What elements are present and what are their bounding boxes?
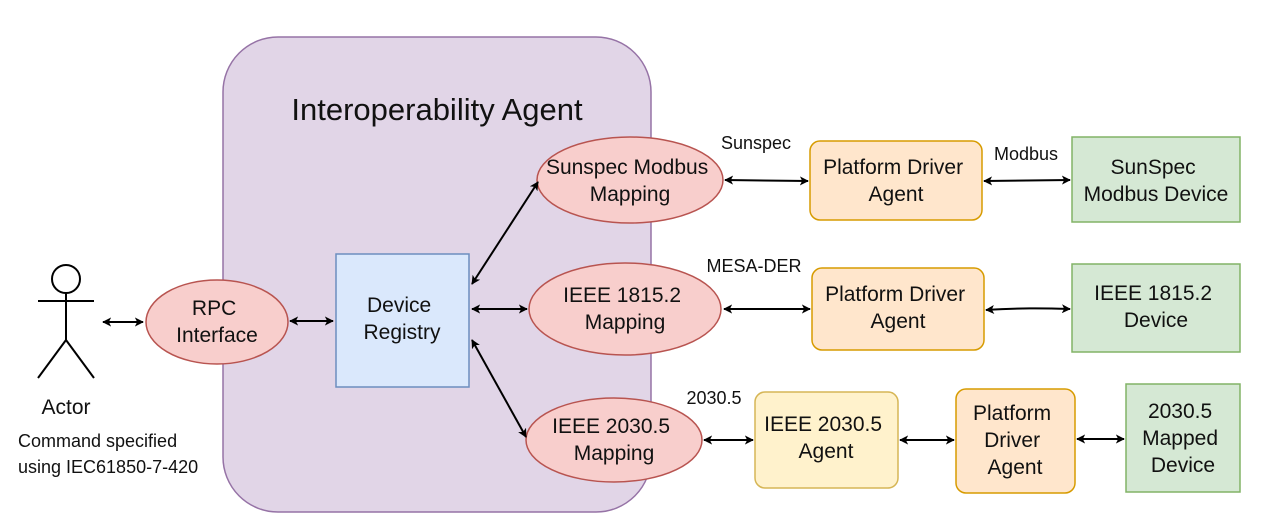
edge-registry-ieee2030-mapping bbox=[471, 339, 527, 438]
rpc-interface-node bbox=[145, 279, 289, 365]
edge-registry-sunspec-mapping bbox=[471, 181, 539, 285]
actor-icon bbox=[37, 264, 95, 379]
platform-driver-agent-2-label: Platform Driver Agent bbox=[825, 283, 971, 333]
actor-label: Actor bbox=[41, 396, 90, 419]
edge-driver1-device1 bbox=[983, 175, 1071, 186]
edge-label-sunspec: Sunspec bbox=[721, 133, 791, 153]
ieee2030-mapping-node bbox=[525, 397, 703, 483]
ieee2030-agent-label: IEEE 2030.5 Agent bbox=[764, 413, 888, 463]
ieee2030-agent-node bbox=[754, 391, 899, 489]
edge-driver2-device2 bbox=[985, 304, 1071, 315]
platform-driver-agent-2 bbox=[811, 267, 985, 351]
mapped-2030-device bbox=[1125, 383, 1241, 493]
actor-note-line-1: Command specified bbox=[18, 431, 177, 451]
actor-note: Command specified using IEC61850-7-420 bbox=[18, 431, 198, 477]
rpc-interface-label: RPC Interface bbox=[176, 297, 258, 347]
edge-sunspec-mapping-driver1 bbox=[724, 175, 809, 186]
edge-label-2030: 2030.5 bbox=[686, 388, 741, 408]
mapped-2030-device-label: 2030.5 Mapped Device bbox=[1142, 400, 1224, 477]
sunspec-modbus-mapping-node bbox=[536, 136, 724, 224]
actor-note-line-2: using IEC61850-7-420 bbox=[18, 457, 198, 477]
device-registry-node bbox=[335, 253, 470, 388]
ieee1815-mapping-label: IEEE 1815.2 Mapping bbox=[563, 284, 687, 334]
ieee1815-device bbox=[1071, 263, 1241, 353]
edge-label-mesa-der: MESA-DER bbox=[706, 256, 801, 276]
edges bbox=[102, 175, 1125, 445]
sunspec-modbus-device bbox=[1071, 136, 1241, 223]
platform-driver-agent-1 bbox=[809, 140, 983, 221]
ieee2030-mapping-label: IEEE 2030.5 Mapping bbox=[552, 415, 676, 465]
device-registry-label: Device Registry bbox=[363, 294, 441, 344]
platform-driver-agent-3-label: Platform Driver Agent bbox=[973, 402, 1057, 479]
container-title: Interoperability Agent bbox=[291, 92, 583, 127]
edge-label-modbus: Modbus bbox=[994, 144, 1058, 164]
ieee1815-mapping-node bbox=[528, 262, 722, 356]
sunspec-modbus-device-label: SunSpec Modbus Device bbox=[1084, 156, 1229, 206]
platform-driver-agent-1-label: Platform Driver Agent bbox=[823, 156, 969, 206]
platform-driver-agent-3 bbox=[955, 388, 1076, 494]
ieee1815-device-label: IEEE 1815.2 Device bbox=[1094, 282, 1218, 332]
sunspec-modbus-mapping-label: Sunspec Modbus Mapping bbox=[546, 156, 714, 206]
